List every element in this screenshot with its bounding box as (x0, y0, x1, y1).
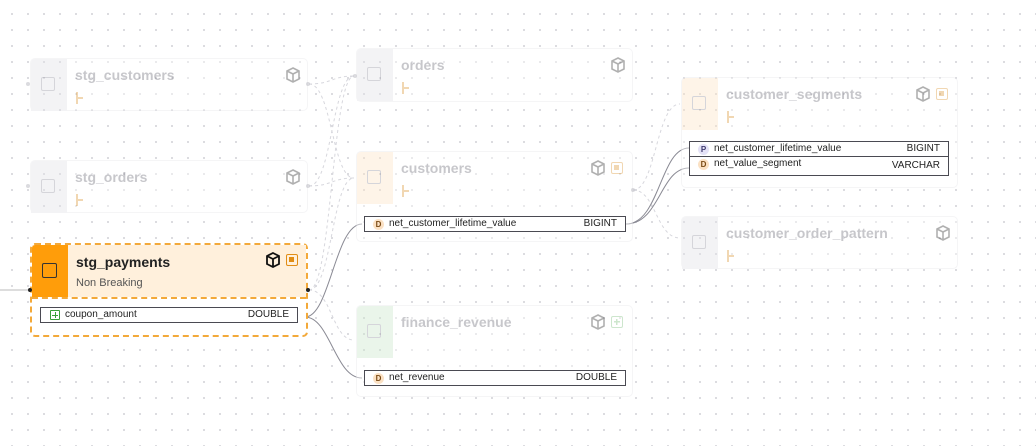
cube-icon (286, 67, 300, 83)
column-name: coupon_amount (65, 309, 137, 320)
node-title: stg_payments (76, 254, 171, 270)
edge-customers-pattern (632, 189, 681, 239)
edge-stg-orders-customers (308, 177, 355, 187)
edge-customers-segments (632, 103, 681, 191)
column-type: VARCHAR (891, 160, 940, 171)
column-row-net-customer-lifetime-value[interactable]: D net_customer_lifetime_value BIGINT (364, 216, 626, 232)
edge-stg-orders-orders (308, 75, 355, 187)
node-title: customers (401, 160, 472, 176)
node-stg-orders[interactable]: stg_orders (30, 160, 308, 213)
node-select-checkbox[interactable] (367, 324, 381, 338)
node-header: stg_customers (31, 59, 307, 111)
node-status-strip (357, 49, 393, 101)
passthrough-badge: P (698, 144, 709, 155)
derived-badge: D (698, 159, 709, 170)
input-port (26, 184, 30, 188)
lineage-icon (727, 250, 734, 262)
lineage-icon (402, 185, 409, 197)
column-name: net_revenue (389, 372, 445, 383)
node-select-checkbox[interactable] (692, 96, 706, 110)
node-stg-payments[interactable]: stg_payments Non Breaking coupon_amount … (30, 243, 308, 337)
node-header: customer_segments (682, 78, 957, 130)
node-header: customers (357, 152, 632, 204)
node-select-checkbox[interactable] (41, 77, 55, 91)
column-type: BIGINT (583, 218, 617, 229)
node-status-strip (357, 152, 393, 204)
derived-badge: D (373, 219, 384, 230)
column-name: net_customer_lifetime_value (389, 218, 517, 229)
column-row-net-customer-lifetime-value[interactable]: P net_customer_lifetime_value BIGINT (689, 141, 949, 157)
column-name: net_customer_lifetime_value (714, 143, 842, 154)
cube-icon (591, 160, 605, 176)
column-list-customer-segments: P net_customer_lifetime_value BIGINT D n… (689, 141, 949, 176)
node-title: stg_orders (75, 169, 148, 185)
node-status-strip (682, 217, 718, 269)
node-status-strip (357, 306, 393, 358)
derived-badge: D (373, 373, 384, 384)
node-title: orders (401, 57, 445, 73)
added-column-icon (50, 310, 60, 320)
column-list: coupon_amount DOUBLE (32, 297, 306, 333)
impact-marker-icon[interactable] (286, 254, 298, 266)
node-select-checkbox[interactable] (692, 235, 706, 249)
lineage-icon (76, 194, 83, 206)
cube-icon (286, 169, 300, 185)
node-header: finance_revenue (357, 306, 632, 358)
edge-stg-payments-customers (308, 177, 355, 291)
lineage-icon (727, 111, 734, 123)
cube-icon (266, 252, 280, 268)
node-title: customer_segments (726, 86, 863, 102)
node-orders[interactable]: orders (356, 48, 633, 102)
edge-col-net-clv-segments-clv (625, 147, 690, 225)
node-header: stg_payments Non Breaking (32, 245, 306, 297)
edge-stg-customers-customers (308, 83, 355, 179)
node-title: stg_customers (75, 67, 175, 83)
output-port (631, 188, 635, 192)
input-port (26, 82, 30, 86)
node-header: orders (357, 49, 632, 101)
node-select-checkbox[interactable] (367, 170, 381, 184)
edge-col-net-clv-value-segment (625, 167, 690, 225)
added-marker-icon[interactable] (611, 316, 623, 328)
column-name: net_value_segment (714, 158, 802, 169)
node-stg-customers[interactable]: stg_customers (30, 58, 308, 111)
input-port (353, 74, 357, 78)
node-title: customer_order_pattern (726, 225, 888, 241)
edge-col-coupon-net-revenue (304, 316, 363, 379)
change-status-label: Non Breaking (76, 277, 143, 289)
column-row-net-value-segment[interactable]: D net_value_segment VARCHAR (689, 157, 949, 176)
output-port (306, 82, 310, 86)
node-customer-order-pattern[interactable]: customer_order_pattern (681, 216, 958, 269)
input-port (28, 288, 32, 292)
edge-stg-customers-orders (308, 75, 355, 85)
node-title: finance_revenue (401, 314, 512, 330)
cube-icon (591, 314, 605, 330)
node-select-checkbox[interactable] (367, 67, 381, 81)
column-row[interactable]: coupon_amount DOUBLE (40, 307, 298, 323)
impact-marker-icon[interactable] (936, 88, 948, 100)
output-port (306, 288, 310, 292)
cube-icon (611, 57, 625, 73)
lineage-icon (402, 82, 409, 94)
cube-icon (936, 225, 950, 241)
node-header: stg_orders (31, 161, 307, 213)
output-port (306, 184, 310, 188)
node-status-strip (31, 59, 67, 111)
edge-stg-payments-orders (308, 75, 355, 291)
edge-col-coupon-net-clv (304, 223, 363, 318)
lineage-icon (76, 92, 83, 104)
column-row-net-revenue[interactable]: D net_revenue DOUBLE (364, 370, 626, 386)
column-type: DOUBLE (575, 372, 617, 383)
edge-stg-payments-finance (308, 289, 355, 341)
node-status-strip (31, 161, 67, 213)
node-status-strip (682, 78, 718, 130)
node-header: customer_order_pattern (682, 217, 957, 269)
node-select-checkbox[interactable] (41, 179, 55, 193)
column-type: DOUBLE (247, 309, 289, 320)
column-type: BIGINT (906, 143, 940, 154)
node-select-checkbox[interactable] (42, 263, 57, 278)
node-status-strip (32, 245, 68, 297)
cube-icon (916, 86, 930, 102)
impact-marker-icon[interactable] (611, 162, 623, 174)
